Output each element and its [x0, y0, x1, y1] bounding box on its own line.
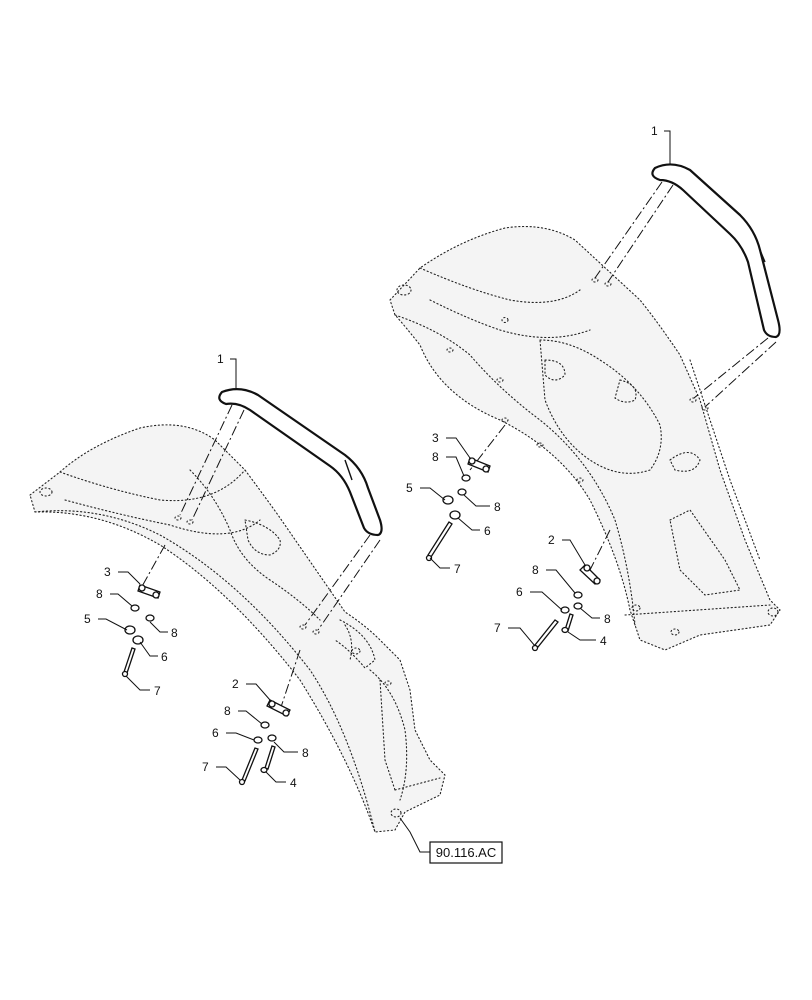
- callout-7-left: 7: [154, 684, 161, 698]
- callout-6-right-b: 6: [516, 585, 523, 599]
- callout-8-right-a: 8: [432, 450, 439, 464]
- left-fender: [29, 424, 446, 833]
- left-hardware-stack-a: [121, 584, 161, 678]
- right-fender: [389, 225, 781, 651]
- right-callouts: 1 3 8 5 8 6 7 2 8 6 8 7 4: [406, 124, 658, 648]
- callout-8-left-d: 8: [302, 746, 309, 760]
- right-hardware-stack-b: [531, 564, 601, 652]
- reference-box[interactable]: 90.116.AC: [429, 841, 503, 864]
- right-grab-handle: [651, 163, 781, 339]
- callout-8-right-b: 8: [494, 500, 501, 514]
- right-hardware-stack-a: [425, 457, 491, 562]
- callout-8-left-a: 8: [96, 587, 103, 601]
- callout-8-right-c: 8: [532, 563, 539, 577]
- callout-4-right: 4: [600, 634, 607, 648]
- callout-6-left: 6: [161, 650, 168, 664]
- right-centerlines: [469, 181, 777, 571]
- left-grab-handle: [218, 388, 383, 537]
- callout-6-left-b: 6: [212, 726, 219, 740]
- callout-4-left: 4: [290, 776, 297, 790]
- reference-label: 90.116.AC: [436, 845, 496, 860]
- callout-8-left-b: 8: [171, 626, 178, 640]
- callout-7-left-b: 7: [202, 760, 209, 774]
- left-centerlines: [139, 404, 381, 711]
- callout-8-right-d: 8: [604, 612, 611, 626]
- callout-5-left: 5: [84, 612, 91, 626]
- callout-3-left: 3: [104, 565, 111, 579]
- callout-1-left: 1: [217, 352, 224, 366]
- left-hardware-stack-b: [238, 699, 291, 786]
- callout-7-right-b: 7: [494, 621, 501, 635]
- callout-2-left: 2: [232, 677, 239, 691]
- callout-1-right: 1: [651, 124, 658, 138]
- callout-3-right: 3: [432, 431, 439, 445]
- callout-2-right: 2: [548, 533, 555, 547]
- callout-7-right: 7: [454, 562, 461, 576]
- callout-6-right: 6: [484, 524, 491, 538]
- callout-8-left-c: 8: [224, 704, 231, 718]
- leader-lines: [98, 130, 671, 853]
- left-callouts: 1 3 8 5 8 6 7 2 8 6 8 7 4: [84, 352, 309, 790]
- callout-5-right: 5: [406, 481, 413, 495]
